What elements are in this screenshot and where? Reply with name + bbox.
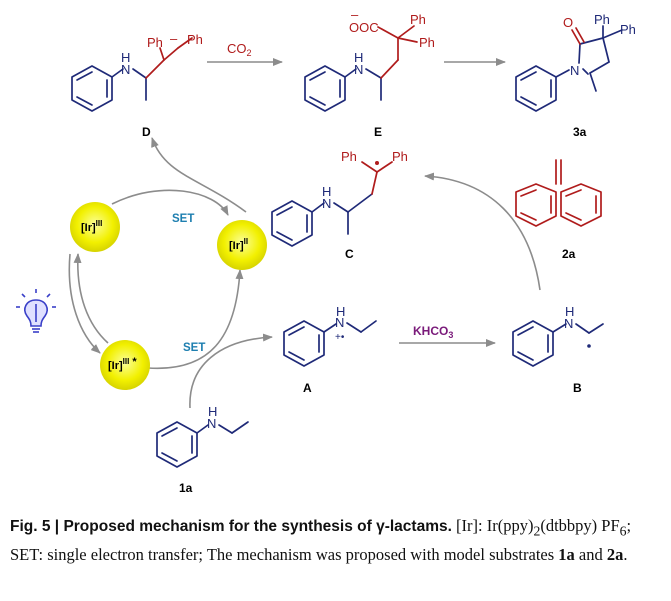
svg-text:CO2: CO2 (227, 41, 252, 58)
svg-text:[Ir]III*: [Ir]III* (108, 356, 137, 372)
mechanism-scheme: H N Ph Ph – D CO2 H N – OOC Ph Ph E (16, 7, 636, 495)
nh-nitrogen: N (354, 62, 363, 77)
compound-B: H N B (512, 304, 604, 395)
caption-ir-definition: [Ir]: Ir(ppy) (451, 516, 534, 535)
nh-hydrogen: H (208, 404, 217, 419)
caption-separator: | (50, 518, 64, 535)
phenyl-label: Ph (147, 35, 163, 50)
light-bulb-icon (16, 289, 56, 333)
compound-E: H N – OOC Ph Ph E (304, 7, 435, 139)
nh-nitrogen: N (207, 416, 216, 431)
khco3-subscript: 3 (448, 330, 453, 340)
nh-hydrogen: H (565, 304, 574, 319)
nh-hydrogen: H (336, 304, 345, 319)
nh-nitrogen: N (564, 316, 573, 331)
compound-D: H N Ph Ph – D (71, 31, 203, 139)
nh-hydrogen: H (322, 184, 331, 199)
nh-hydrogen: H (354, 50, 363, 65)
co2-subscript: 2 (247, 48, 252, 58)
carboxylate-charge: – (351, 7, 359, 22)
set-label-top: SET (172, 213, 194, 225)
compound-ref-2a: 2a (606, 545, 624, 565)
radical-dot (375, 161, 379, 165)
compound-3a: O N Ph Ph 3a (515, 12, 636, 139)
figure-number: Fig. 5 (10, 518, 51, 535)
svg-text:[Ir]III: [Ir]III (81, 219, 102, 234)
caption-ir-definition-2: (dtbbpy) PF (540, 516, 620, 535)
carboxylate-label: OOC (349, 20, 379, 35)
caption-and: and (574, 545, 607, 565)
label-2a: 2a (562, 247, 576, 261)
compound-A: H N +• A (283, 304, 377, 395)
phenyl-label: Ph (594, 12, 610, 27)
nh-nitrogen: N (335, 315, 344, 330)
carbanion-charge: – (170, 31, 178, 46)
nh-nitrogen: N (322, 196, 331, 211)
phenyl-label: Ph (419, 35, 435, 50)
catalyst-ir3-excited: [Ir]III* (100, 340, 150, 390)
svg-text:[Ir]II: [Ir]II (229, 237, 248, 252)
radical-cation-sign: +• (335, 332, 345, 343)
figure-caption: Fig. 5 | Proposed mechanism for the synt… (10, 514, 665, 567)
catalyst-ir2: [Ir]II (217, 220, 267, 270)
label-3a: 3a (573, 125, 587, 139)
catalyst-ir3-ground: [Ir]III (70, 202, 120, 252)
svg-text:KHCO3: KHCO3 (413, 324, 453, 340)
phenyl-label: Ph (410, 12, 426, 27)
label-E: E (374, 125, 382, 139)
caption-end: . (623, 545, 628, 565)
label-A: A (303, 381, 312, 395)
label-1a: 1a (179, 481, 193, 495)
compound-1a: H N 1a (156, 404, 249, 495)
nh-nitrogen: N (121, 62, 130, 77)
set-label-bottom: SET (183, 342, 205, 354)
caption-body: ; SET: single electron transfer; The mec… (10, 516, 632, 565)
phenyl-label: Ph (620, 22, 636, 37)
carbonyl-oxygen: O (563, 15, 573, 30)
phenyl-label: Ph (187, 32, 203, 47)
caption-title: Proposed mechanism for the synthesis of … (63, 518, 452, 535)
radical-dot (587, 344, 591, 348)
co2-arrow: CO2 (207, 41, 283, 66)
phenyl-label: Ph (341, 149, 357, 164)
caption-subscript: 6 (619, 523, 627, 539)
caption-subscript: 2 (533, 523, 541, 539)
nh-hydrogen: H (121, 50, 130, 65)
co2-label: CO (227, 41, 247, 56)
label-C: C (345, 247, 354, 261)
compound-C: H N Ph Ph C (271, 149, 408, 261)
label-D: D (142, 125, 151, 139)
khco3-arrow: KHCO3 (399, 324, 496, 347)
khco3-label: KHCO (413, 324, 448, 338)
label-B: B (573, 381, 582, 395)
compound-2a: 2a (515, 159, 602, 261)
lactam-nitrogen: N (570, 63, 579, 78)
compound-ref-1a: 1a (558, 545, 575, 565)
photocatalytic-cycle: SET SET (68, 137, 541, 409)
phenyl-label: Ph (392, 149, 408, 164)
